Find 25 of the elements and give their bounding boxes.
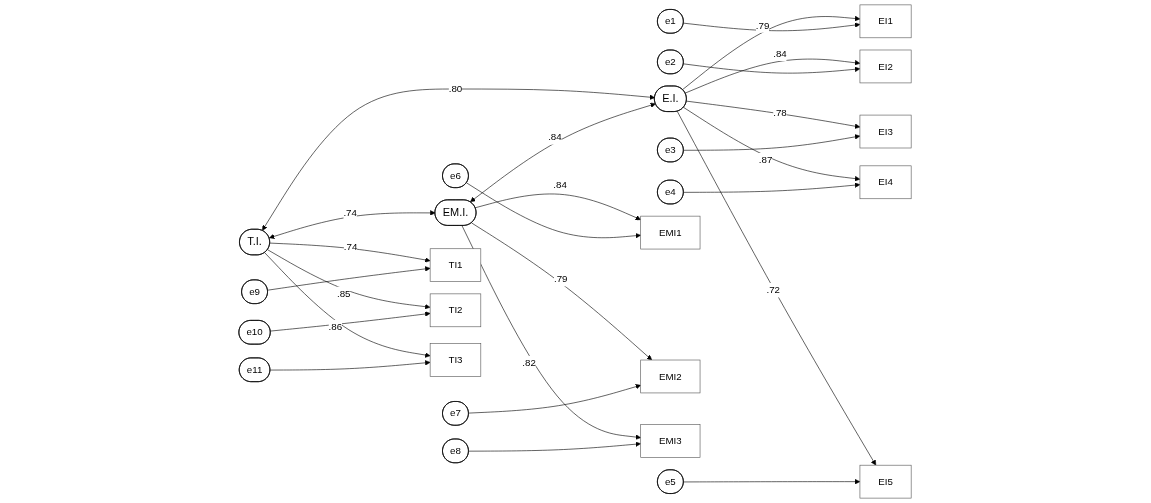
edge-label: .82 — [522, 357, 537, 369]
node-box: EI3 — [860, 114, 912, 149]
node-box: TI2 — [430, 293, 482, 328]
edge-label: .79 — [756, 20, 770, 31]
node-box: TI1 — [430, 248, 482, 282]
node-box: EMI1 — [640, 215, 701, 250]
edge-label: .80 — [449, 83, 463, 94]
edge-label: .85 — [337, 288, 351, 299]
node-box: EI5 — [860, 464, 912, 499]
node-box: EMI2 — [640, 359, 701, 394]
edge-label: .84 — [548, 131, 563, 143]
node-box: EI1 — [860, 4, 912, 39]
node-box: EI2 — [860, 49, 912, 84]
edge-label: .87 — [759, 154, 773, 166]
node-box: TI3 — [430, 343, 482, 377]
edge-label: .84 — [553, 179, 568, 190]
edge-label: .72 — [766, 284, 781, 296]
edge-label: .74 — [343, 207, 358, 218]
edge-label: .74 — [344, 241, 358, 252]
node-box: EI4 — [860, 165, 912, 200]
edge-label: .84 — [773, 48, 788, 59]
edge-label: .78 — [773, 107, 788, 118]
edge-label: .79 — [554, 273, 569, 285]
edge-label: .86 — [329, 321, 343, 332]
node-box: EMI3 — [640, 424, 701, 458]
